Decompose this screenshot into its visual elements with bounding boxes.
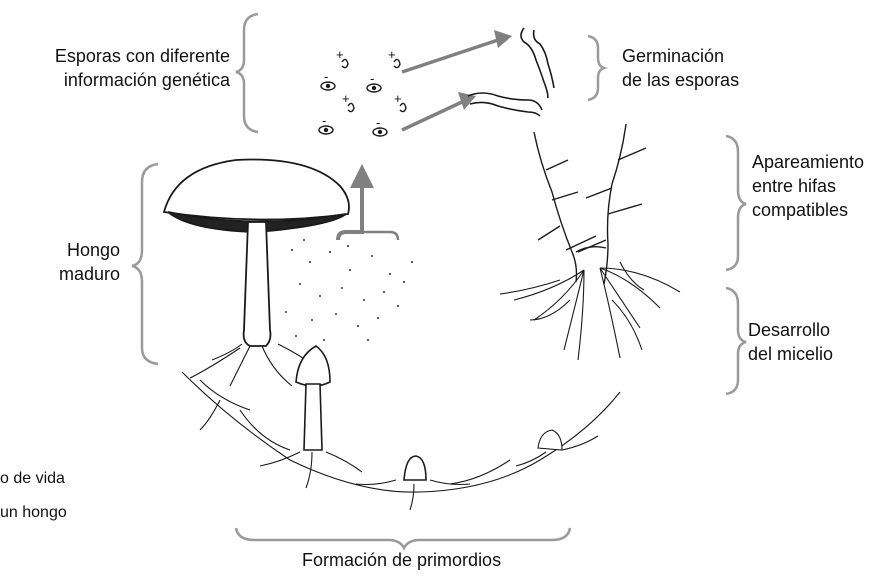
caption-line-2: un hongo [0,496,67,530]
young-mushroom [260,346,362,488]
label-germination-line-2: de las esporas [622,68,739,92]
germinated-spores [468,28,554,116]
spore-sign: - [376,116,380,130]
primordium [356,456,470,510]
spores [319,59,406,136]
label-mating-line-2: entre hifas [752,174,864,198]
label-spores-line-1: Esporas con diferente [6,44,230,68]
mycelium-roots [500,262,680,360]
spore-sign: + [336,48,344,62]
label-primordia: Formación de primordios [302,548,501,572]
label-germination-line-1: Germinación [622,44,739,68]
label-spores-line-2: información genética [6,68,230,92]
label-germination: Germinación de las esporas [622,44,739,92]
spore-sign: - [370,72,374,86]
label-mature-line-1: Hongo [30,238,120,262]
caption-fragment: o de vida un hongo [0,462,67,530]
bracket-spores [236,14,258,132]
label-mycelium-line-1: Desarrollo [748,318,833,342]
spore-sign: - [324,70,328,84]
germination-arrows [402,30,512,130]
ground-roots [182,372,620,492]
bracket-germination [588,36,604,100]
spore-cloud [285,239,413,341]
label-mycelium: Desarrollo del micelio [748,318,833,366]
label-spores: Esporas con diferente información genéti… [6,44,230,92]
label-mating-line-1: Apareamiento [752,150,864,174]
spore-sign: + [388,48,396,62]
bracket-mature [132,164,158,364]
spore-sign: + [342,92,350,106]
spore-sign: - [322,114,326,128]
label-primordia-text: Formación de primordios [302,548,501,572]
bracket-primordia [236,528,570,548]
mating-hyphae [534,124,646,284]
label-mycelium-line-2: del micelio [748,342,833,366]
label-mating: Apareamiento entre hifas compatibles [752,150,864,222]
bracket-mating [726,136,746,270]
label-mature-fungus: Hongo maduro [30,238,120,286]
caption-line-1: o de vida [0,462,67,496]
spore-sign: + [394,92,402,106]
label-mating-line-3: compatibles [752,198,864,222]
bracket-mycelium [726,288,746,394]
label-mature-line-2: maduro [30,262,120,286]
